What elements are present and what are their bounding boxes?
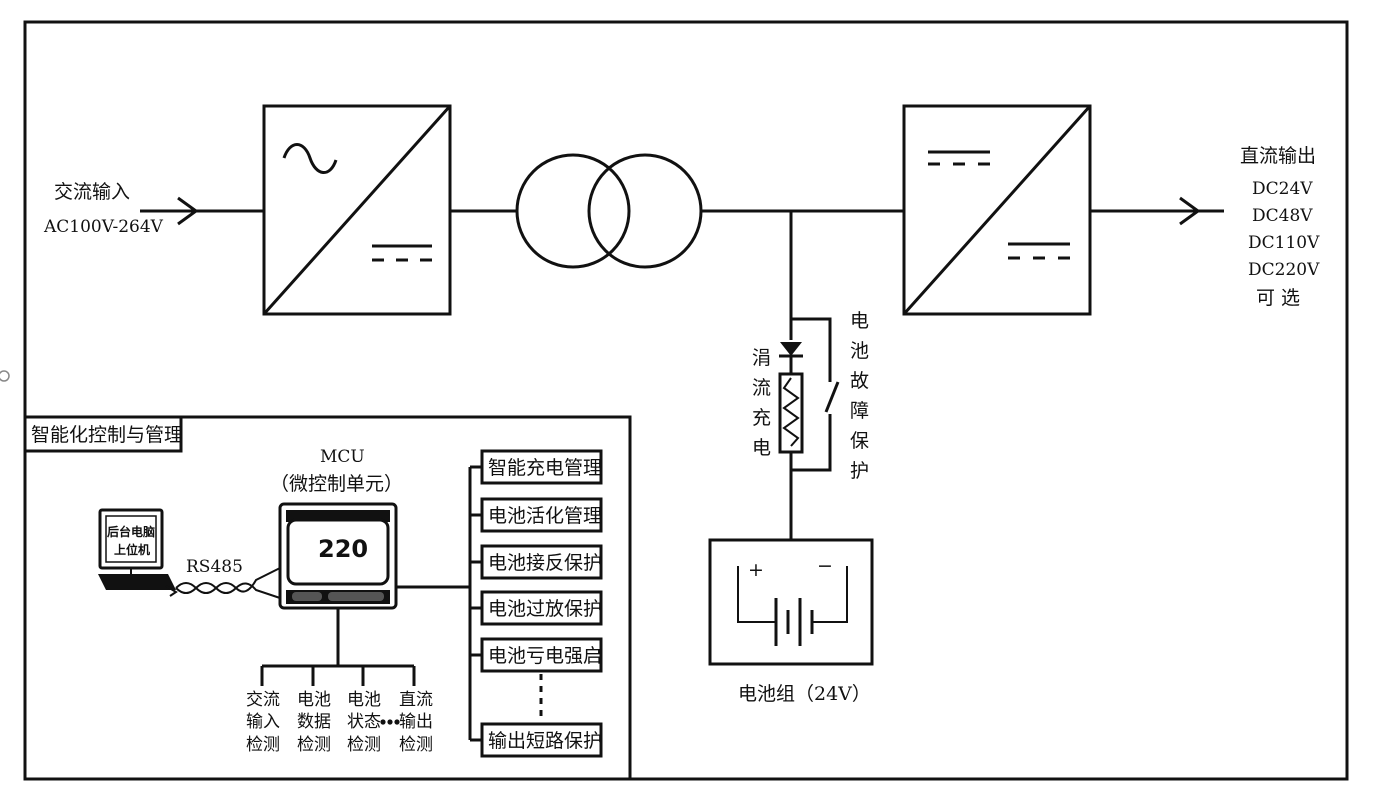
dc-optional-note: 可 选	[1256, 287, 1300, 309]
ac-sine-icon	[282, 143, 338, 174]
battery-pack-label: 电池组（24V）	[738, 683, 871, 705]
svg-text:障: 障	[850, 400, 869, 422]
svg-text:电池亏电强启: 电池亏电强启	[488, 645, 602, 667]
svg-text:电池过放保护: 电池过放保护	[488, 598, 602, 620]
rectifier-block	[262, 104, 452, 316]
dc-output-arrow	[1179, 196, 1201, 226]
function-box: 输出短路保护	[480, 722, 603, 758]
diode-symbol	[780, 342, 802, 356]
detection-battery-data: 电池 数据 检测	[297, 690, 331, 755]
dc-option-2: DC48V	[1252, 206, 1313, 226]
host-pc-label-1: 后台电脑	[107, 524, 155, 539]
trickle-charge-label: 涓 流 充 电	[752, 347, 771, 459]
svg-text:池: 池	[850, 340, 869, 362]
svg-text:检测: 检测	[297, 735, 331, 755]
svg-text:故: 故	[850, 370, 869, 392]
fault-switch-icon	[824, 381, 840, 413]
detection-ellipsis-dots	[380, 719, 400, 725]
svg-text:涓: 涓	[752, 347, 771, 369]
svg-text:输入: 输入	[246, 712, 280, 732]
svg-text:电: 电	[752, 437, 771, 459]
ac-input-range: AC100V-264V	[43, 217, 164, 237]
transformer-symbol	[515, 153, 703, 269]
svg-text:保: 保	[850, 430, 869, 452]
host-pc-icon	[98, 508, 178, 597]
svg-text:输出: 输出	[399, 712, 433, 732]
svg-text:交流: 交流	[246, 690, 280, 710]
rs485-cable	[175, 567, 281, 599]
battery-plus: +	[748, 559, 764, 581]
svg-text:电: 电	[850, 310, 869, 332]
svg-text:检测: 检测	[399, 735, 433, 755]
dcdc-converter-block	[902, 104, 1092, 316]
svg-text:护: 护	[850, 460, 869, 482]
outer-frame	[23, 20, 1349, 781]
svg-text:输出短路保护: 输出短路保护	[488, 730, 602, 752]
svg-text:直流: 直流	[399, 690, 433, 710]
detection-dc-output: 直流 输出 检测	[399, 690, 433, 755]
function-box: 电池活化管理	[480, 497, 603, 533]
function-box: 电池亏电强启	[480, 637, 603, 673]
mcu-display-value: 220	[318, 535, 368, 563]
rs485-label: RS485	[186, 557, 243, 577]
fault-bypass-line	[791, 317, 832, 382]
control-section-title-box	[23, 415, 183, 453]
svg-text:状态: 状态	[347, 712, 381, 732]
dc-option-1: DC24V	[1252, 179, 1313, 199]
battery-minus: −	[817, 555, 833, 577]
host-pc-label-2: 上位机	[114, 542, 150, 557]
function-box: 电池过放保护	[480, 590, 603, 626]
dc-option-3: DC110V	[1248, 233, 1320, 253]
function-box: 智能充电管理	[480, 449, 603, 485]
svg-text:检测: 检测	[347, 735, 381, 755]
control-section-frame	[23, 415, 632, 781]
edge-handle	[0, 370, 10, 382]
ac-input-arrow	[177, 196, 199, 226]
svg-text:数据: 数据	[297, 712, 331, 732]
svg-text:智能充电管理: 智能充电管理	[488, 457, 602, 479]
battery-fault-label: 电 池 故 障 保 护	[850, 310, 869, 482]
ac-input-title: 交流输入	[54, 181, 130, 203]
svg-text:检测: 检测	[246, 735, 280, 755]
dc-output-title: 直流输出	[1240, 145, 1316, 167]
dc-option-4: DC220V	[1248, 260, 1320, 280]
function-box: 电池接反保护	[480, 544, 603, 580]
svg-text:电池活化管理: 电池活化管理	[488, 505, 602, 527]
svg-text:电池: 电池	[297, 690, 331, 710]
svg-text:充: 充	[752, 407, 771, 429]
detection-battery-status: 电池 状态 检测	[347, 690, 381, 755]
svg-text:电池接反保护: 电池接反保护	[488, 552, 602, 574]
control-section-title: 智能化控制与管理	[31, 424, 183, 446]
battery-pack: + −	[708, 538, 874, 666]
mcu-subtitle: （微控制单元）	[270, 473, 403, 495]
detection-ac-input: 交流 输入 检测	[246, 690, 280, 755]
svg-text:电池: 电池	[347, 690, 381, 710]
mcu-title: MCU	[320, 447, 365, 467]
svg-text:流: 流	[752, 377, 771, 399]
